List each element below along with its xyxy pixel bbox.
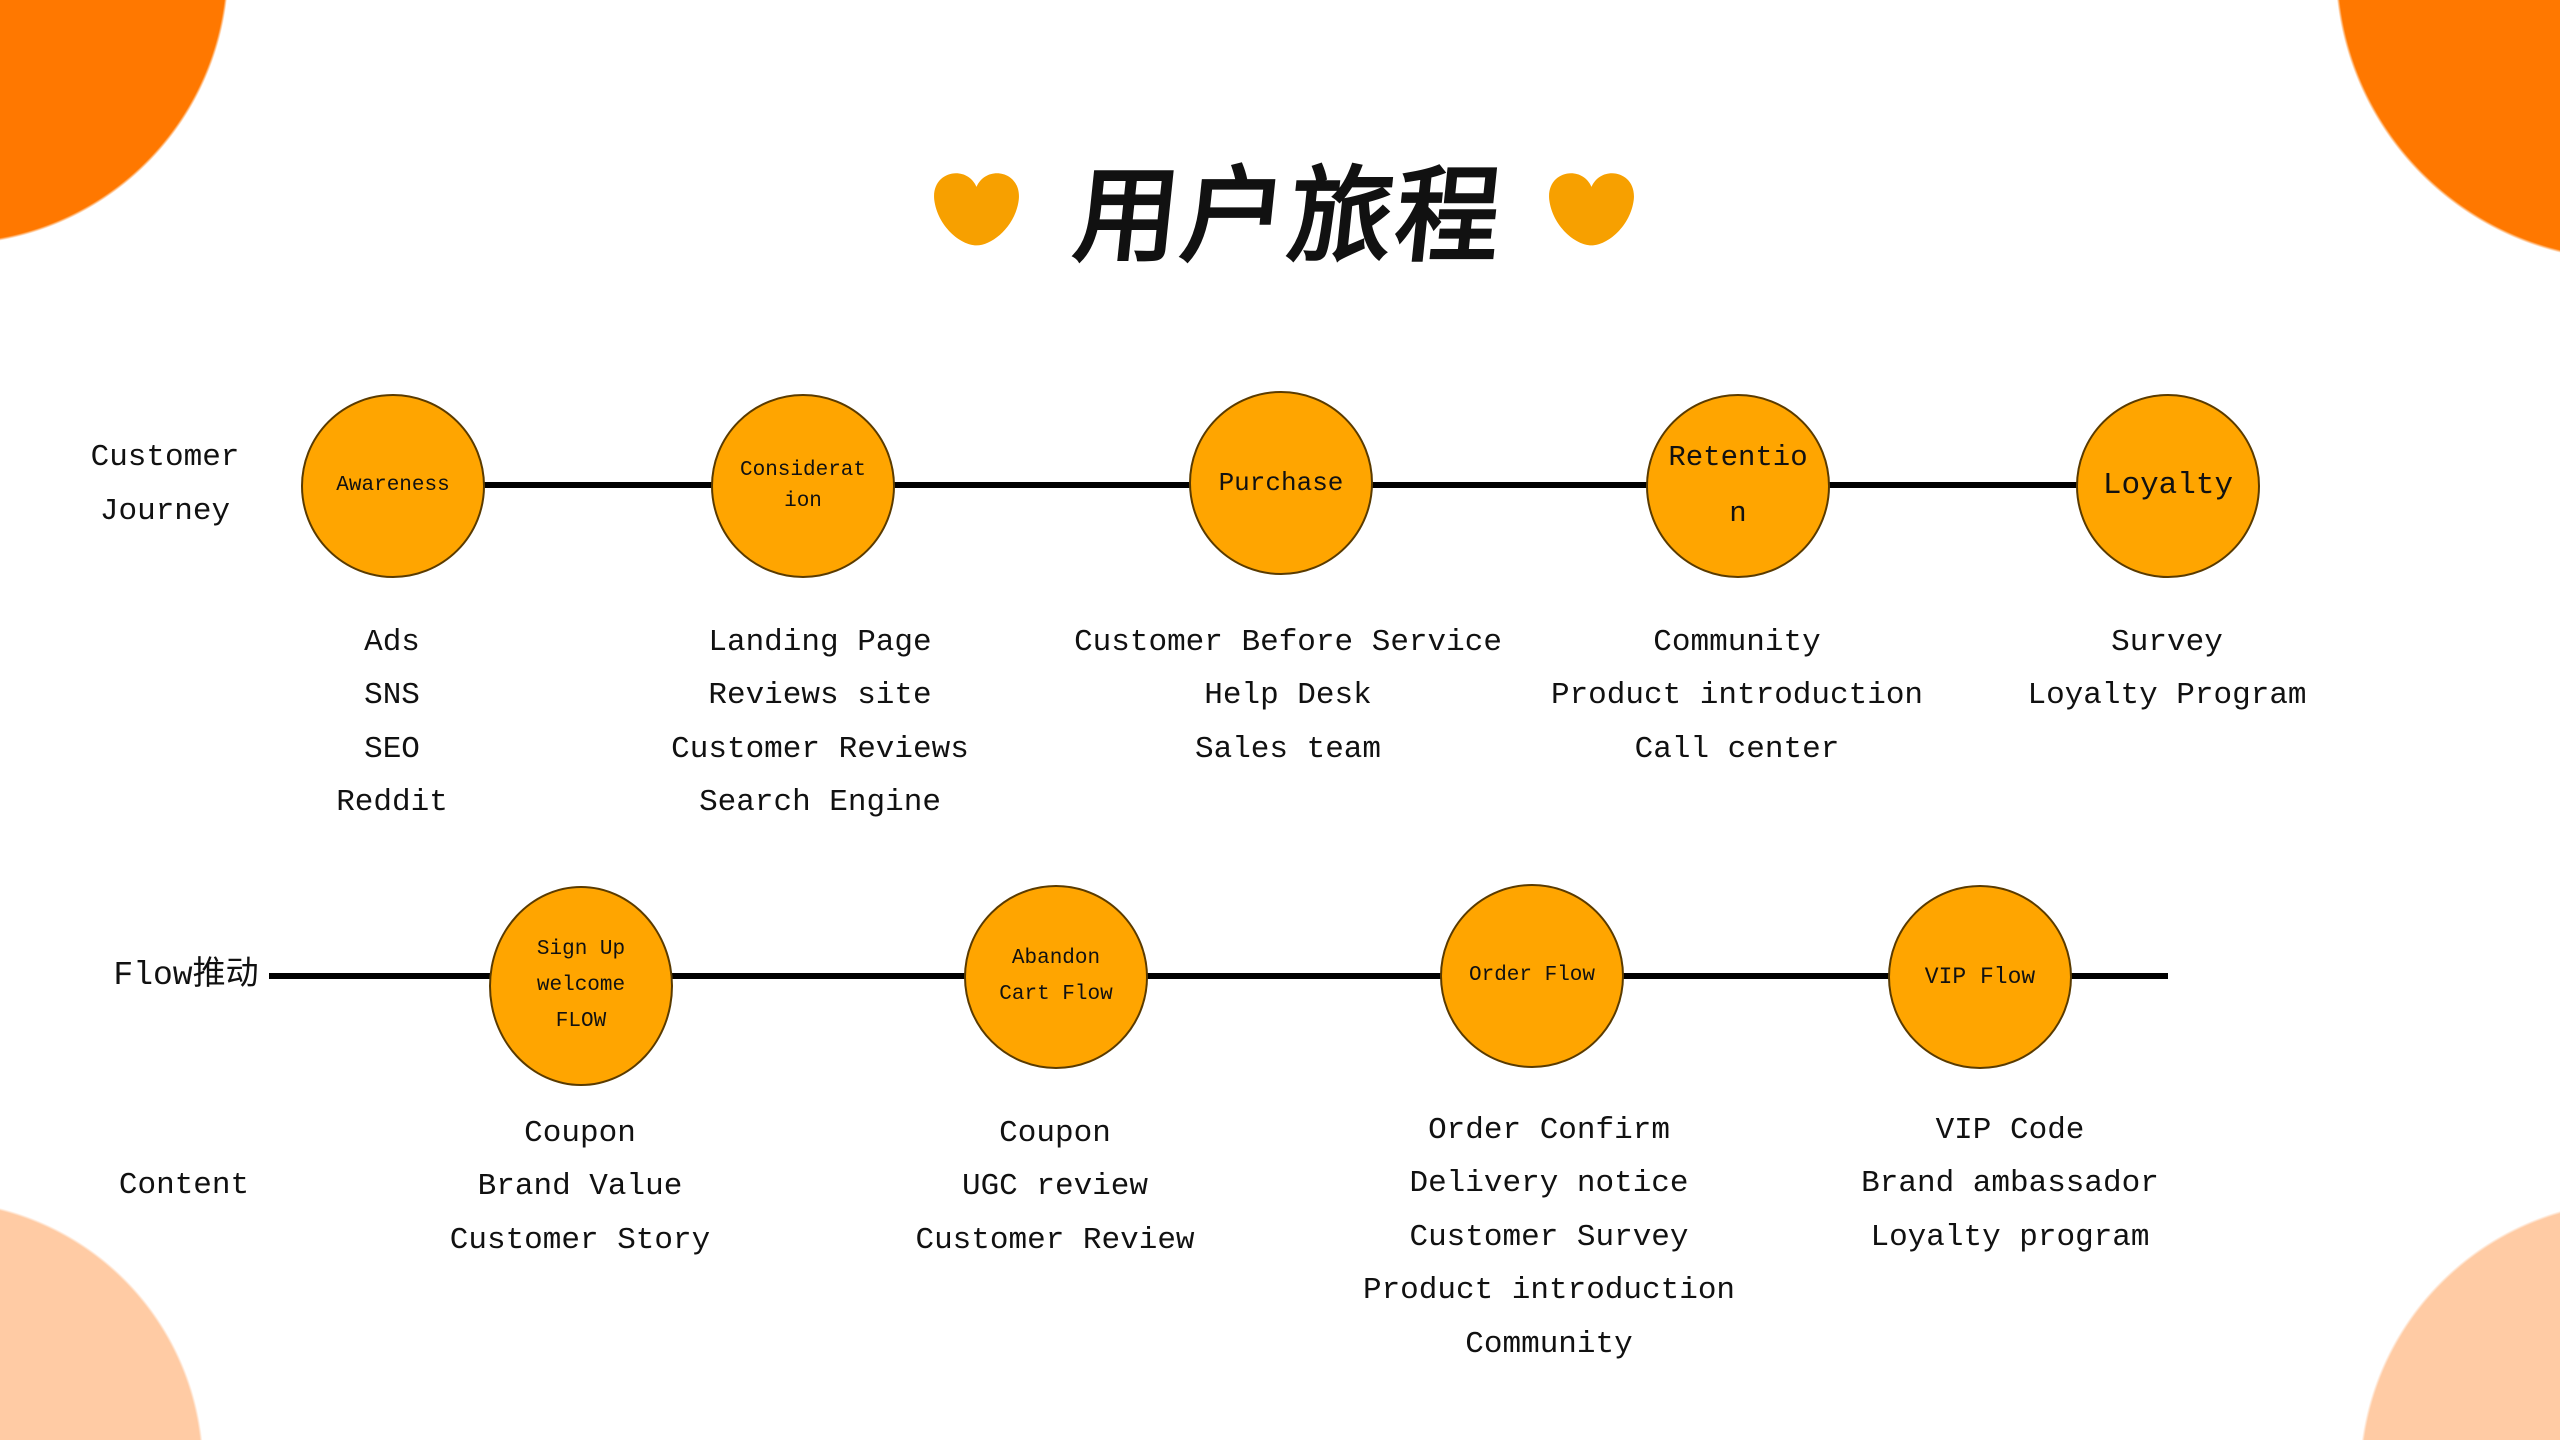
- list-item: Landing Page: [708, 625, 932, 660]
- corner-decoration-top-right: [2330, 0, 2560, 265]
- row-label-content: Content: [118, 1168, 250, 1203]
- list-item: Brand Value: [477, 1169, 683, 1205]
- list-item: Coupon: [999, 1116, 1111, 1151]
- list-item: Customer Reviews: [671, 731, 969, 767]
- list-item: Customer Survey: [1409, 1219, 1689, 1255]
- purchase-channels: Customer Before Service Help Desk Sales …: [1074, 616, 1502, 776]
- row-label-customer: Customer: [90, 440, 240, 475]
- row-label-flow: Flow推动: [113, 957, 259, 994]
- node-loyalty: Loyalty: [2076, 394, 2260, 578]
- heart-icon: [934, 173, 1019, 246]
- list-item: Sales team: [1194, 731, 1382, 767]
- abandon-cart-content: Coupon UGC review Customer Review: [915, 1107, 1194, 1267]
- list-item: Product introduction: [1362, 1273, 1736, 1309]
- corner-decoration-top-left: [0, 0, 250, 250]
- list-item: Customer Before Service: [1074, 625, 1502, 660]
- order-flow-content: Order Confirm Delivery notice Customer S…: [1363, 1104, 1735, 1371]
- corner-decoration-bottom-left: [0, 1200, 210, 1440]
- list-item: SEO: [364, 731, 420, 767]
- list-item: Survey: [2111, 625, 2223, 660]
- list-item: Ads: [364, 625, 420, 660]
- loyalty-channels: Survey Loyalty Program: [2027, 616, 2306, 723]
- list-item: Call center: [1634, 731, 1840, 767]
- list-item: Help Desk: [1204, 678, 1372, 714]
- list-item: Loyalty program: [1870, 1219, 2150, 1255]
- list-item: Community: [1653, 625, 1821, 660]
- page-title: 用户旅程: [1068, 155, 1510, 277]
- list-item: UGC review: [961, 1169, 1149, 1205]
- list-item: VIP Code: [1935, 1113, 2085, 1148]
- list-item: SNS: [364, 678, 420, 714]
- node-consideration: Consideration: [711, 394, 895, 578]
- list-item: Customer Review: [915, 1222, 1195, 1258]
- list-item: Loyalty Program: [2027, 678, 2307, 714]
- list-item: Search Engine: [699, 785, 941, 821]
- node-awareness: Awareness: [301, 394, 485, 578]
- node-vip-flow: VIP Flow: [1888, 885, 2072, 1069]
- node-abandon-cart-flow: Abandon Cart Flow: [964, 885, 1148, 1069]
- node-purchase: Purchase: [1189, 391, 1373, 575]
- vip-flow-content: VIP Code Brand ambassador Loyalty progra…: [1861, 1104, 2159, 1264]
- heart-icon: [1549, 173, 1634, 246]
- list-item: Delivery notice: [1409, 1166, 1689, 1202]
- list-item: Customer Story: [449, 1222, 711, 1258]
- sign-up-content: Coupon Brand Value Customer Story: [450, 1107, 710, 1267]
- retention-channels: Community Product introduction Call cent…: [1551, 616, 1923, 776]
- list-item: Community: [1465, 1326, 1633, 1362]
- node-retention: Retention: [1646, 394, 1830, 578]
- list-item: Brand ambassador: [1861, 1166, 2159, 1202]
- consideration-channels: Landing Page Reviews site Customer Revie…: [671, 616, 969, 830]
- flow-timeline: [269, 973, 2168, 979]
- list-item: Reviews site: [708, 678, 932, 714]
- awareness-channels: Ads SNS SEO Reddit: [336, 616, 448, 830]
- row-label-journey: Journey: [99, 494, 231, 529]
- list-item: Order Confirm: [1428, 1113, 1670, 1148]
- node-order-flow: Order Flow: [1440, 884, 1624, 1068]
- list-item: Product introduction: [1550, 678, 1924, 714]
- list-item: Reddit: [336, 785, 448, 821]
- corner-decoration-bottom-right: [2359, 1200, 2560, 1440]
- node-sign-up-flow: Sign Up welcome FLOW: [489, 886, 673, 1086]
- list-item: Coupon: [524, 1116, 636, 1151]
